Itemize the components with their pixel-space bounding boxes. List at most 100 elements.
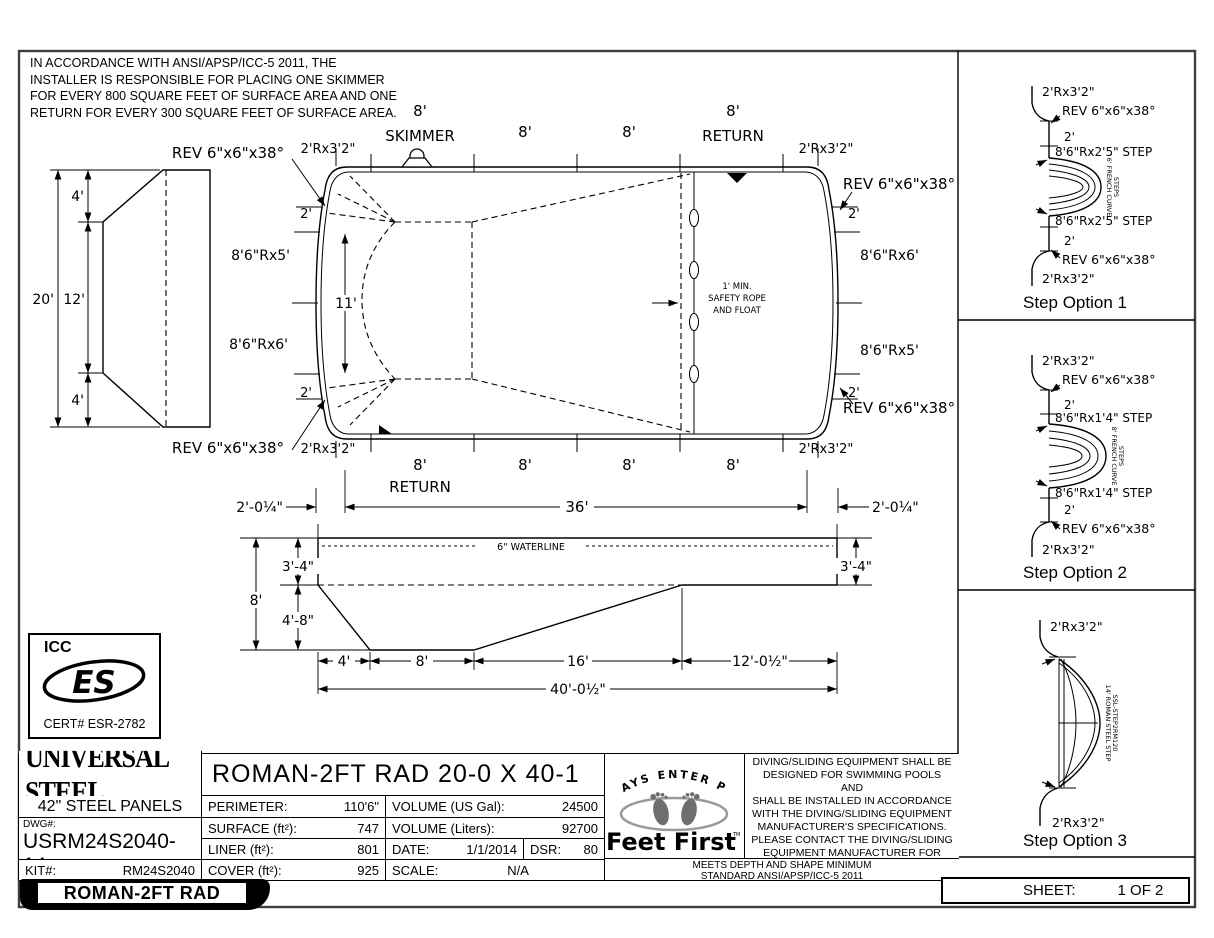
plan-return-label-bottom: RETURN bbox=[389, 478, 451, 496]
scale-cell: SCALE: N/A bbox=[386, 860, 605, 881]
notice-line: INSTALLER IS RESPONSIBLE FOR PLACING ONE… bbox=[30, 72, 385, 87]
safety-note-line2: SAFETY ROPE bbox=[708, 294, 766, 304]
diving-note-line: EQUIPMENT MANUFACTURER FOR bbox=[763, 847, 941, 859]
profile-hopper-depth: 4'-8" bbox=[282, 613, 314, 629]
kit-cell: KIT#: RM24S2040 bbox=[19, 860, 202, 881]
drawing-title: ROMAN-2FT RAD 20-0 X 40-1 bbox=[212, 760, 580, 788]
return-icon-bottom bbox=[370, 425, 402, 435]
profile-bottom-dims: 4' 8' 16' 12'-0½" 40'-0½" bbox=[318, 653, 837, 698]
liner-label: LINER (ft²): bbox=[208, 841, 274, 857]
dwg-cell: DWG#: USRM24S2040-14 bbox=[19, 818, 202, 860]
cover-label: COVER (ft²): bbox=[208, 862, 282, 878]
dwg-label: DWG#: bbox=[23, 819, 56, 830]
plan-top-dim-2: 8' bbox=[518, 123, 532, 141]
s2-corner-bottom: 2'Rx3'2" bbox=[1042, 542, 1095, 557]
dsr-cell: DSR: 80 bbox=[524, 839, 605, 860]
meets-line-2: STANDARD ANSI/APSP/ICC-5 2011 bbox=[700, 871, 864, 881]
end-top-dim: 4' bbox=[71, 189, 84, 205]
icc-es-logo: ICC ES CERT# ESR-2782 bbox=[28, 633, 161, 739]
plan-2ft-bl: 2' bbox=[300, 386, 312, 401]
s2-rev-top: REV 6"x6"x38° bbox=[1062, 372, 1155, 387]
feetfirst-arc-text: ALWAYS ENTER POOL bbox=[605, 754, 727, 795]
feet-first-logo: ALWAYS ENTER POOL Feet First TM bbox=[605, 754, 745, 859]
s1-step-bottom: 8'6"Rx2'5" STEP bbox=[1055, 214, 1152, 228]
s2-rev-bottom: REV 6"x6"x38° bbox=[1062, 521, 1155, 536]
plan-2ft-tr: 2' bbox=[848, 207, 860, 222]
s2-2ft-top: 2' bbox=[1064, 398, 1075, 412]
plan-offset-right: 2'-0¼" bbox=[872, 500, 919, 516]
s1-corner-bottom: 2'Rx3'2" bbox=[1042, 271, 1095, 286]
end-mid-dim: 12' bbox=[63, 292, 85, 308]
date-value: 1/1/2014 bbox=[466, 841, 517, 857]
plan-bottom-dim-3: 8' bbox=[622, 456, 636, 474]
diving-note-line: DESIGNED FOR SWIMMING POOLS AND bbox=[763, 769, 941, 794]
installer-notice: IN ACCORDANCE WITH ANSI/APSP/ICC-5 2011,… bbox=[30, 55, 410, 121]
scale-label: SCALE: bbox=[392, 862, 439, 878]
model-banner-text: ROMAN-2FT RAD bbox=[63, 882, 221, 903]
s2-step-bottom: 8'6"Rx1'4" STEP bbox=[1055, 486, 1152, 500]
sheet-value: 1 OF 2 bbox=[1117, 882, 1164, 899]
sheet-frame bbox=[17, 49, 1197, 909]
s1-corner-top: 2'Rx3'2" bbox=[1042, 84, 1095, 99]
dwg-number: USRM24S2040-14 bbox=[23, 830, 176, 859]
diving-note: DIVING/SLIDING EQUIPMENT SHALL BE DESIGN… bbox=[745, 754, 959, 859]
notice-line: RETURN FOR EVERY 300 SQUARE FEET OF SURF… bbox=[30, 105, 397, 120]
volume-gal-cell: VOLUME (US Gal): 24500 bbox=[386, 796, 605, 818]
plan-radius-left-bottom: 8'6"Rx6' bbox=[229, 337, 288, 353]
s1-curve-label-1: 6' FRENCH CURVE bbox=[1105, 158, 1113, 217]
brand-logo: UNIVERSAL STEEL bbox=[19, 750, 202, 800]
plan-offset-left: 2'-0¼" bbox=[236, 500, 283, 516]
s3-corner-top: 2'Rx3'2" bbox=[1050, 619, 1103, 634]
volume-gal-value: 24500 bbox=[561, 799, 598, 814]
cover-cell: COVER (ft²): 925 bbox=[202, 860, 386, 881]
diving-note-line: PLEASE CONTACT THE DIVING/SLIDING bbox=[751, 834, 953, 846]
plan-corner-tl: 2'Rx3'2" bbox=[301, 142, 356, 157]
return-icon-top bbox=[727, 173, 747, 183]
panel-ticks bbox=[292, 154, 862, 452]
plan-skimmer-label: SKIMMER bbox=[385, 127, 455, 145]
s1-rev-bottom: REV 6"x6"x38° bbox=[1062, 252, 1155, 267]
notice-line: IN ACCORDANCE WITH ANSI/APSP/ICC-5 2011,… bbox=[30, 56, 337, 70]
s3-curve-label-1: 14' ROMAN STEEL STEP bbox=[1104, 685, 1112, 762]
profile-wall-left: 3'-4" bbox=[282, 559, 314, 575]
s2-2ft-bottom: 2' bbox=[1064, 503, 1075, 517]
plan-radius-right-top: 8'6"Rx6' bbox=[860, 248, 919, 264]
plan-corner-tr: 2'Rx3'2" bbox=[799, 142, 854, 157]
plan-top-dim-4: 8' bbox=[726, 102, 740, 120]
s1-2ft-bottom: 2' bbox=[1064, 234, 1075, 248]
feet-icon bbox=[650, 792, 700, 826]
plan-bottom-dim-1: 8' bbox=[413, 456, 427, 474]
skimmer-icon bbox=[400, 148, 434, 168]
safety-note-line1: 1' MIN. bbox=[722, 282, 751, 292]
liner-value: 801 bbox=[357, 841, 379, 857]
perimeter-label: PERIMETER: bbox=[208, 799, 288, 814]
surface-value: 747 bbox=[357, 820, 379, 836]
sheet-box: SHEET: 1 OF 2 bbox=[941, 877, 1190, 904]
diving-note-line: DIVING/SLIDING EQUIPMENT SHALL BE bbox=[752, 756, 952, 768]
rev-leaders bbox=[291, 158, 854, 451]
plan-rev-bl: REV 6"x6"x38° bbox=[172, 439, 284, 457]
plan-bottom-dim-4: 8' bbox=[726, 456, 740, 474]
waterline-label: 6" WATERLINE bbox=[497, 542, 565, 553]
feetfirst-name: Feet First bbox=[606, 828, 736, 856]
kit-label: KIT#: bbox=[25, 862, 57, 878]
s1-curve-label-2: STEPS bbox=[1112, 177, 1120, 197]
s1-rev-top: REV 6"x6"x38° bbox=[1062, 103, 1155, 118]
icc-cert-number: CERT# ESR-2782 bbox=[43, 717, 146, 731]
plan-top-dim-1: 8' bbox=[413, 102, 427, 120]
drawing-title-cell: ROMAN-2FT RAD 20-0 X 40-1 bbox=[202, 754, 605, 796]
plan-rev-tr: REV 6"x6"x38° bbox=[843, 175, 955, 193]
profile-wall-right: 3'-4" bbox=[840, 559, 872, 575]
s1-2ft-top: 2' bbox=[1064, 130, 1075, 144]
step-option-1: 2'Rx3'2" REV 6"x6"x38° 2' 8'6"Rx2'5" STE… bbox=[1023, 84, 1155, 312]
s2-curve-label-2: STEPS bbox=[1117, 446, 1125, 466]
dsr-label: DSR: bbox=[530, 841, 562, 857]
date-cell: DATE: 1/1/2014 bbox=[386, 839, 524, 860]
perimeter-cell: PERIMETER: 110'6" bbox=[202, 796, 386, 818]
s2-curve-label-1: 8' FRENCH CURVE bbox=[1110, 427, 1118, 486]
plan-length-dims: 36' 2'-0¼" 2'-0¼" bbox=[236, 470, 919, 516]
svg-text:ALWAYS ENTER POOL: ALWAYS ENTER POOL bbox=[605, 754, 730, 795]
depth-profile: 6" WATERLINE 3'-4" 4'-8" 8' 3'-4" 4' bbox=[240, 524, 878, 698]
scale-value: N/A bbox=[507, 862, 529, 878]
